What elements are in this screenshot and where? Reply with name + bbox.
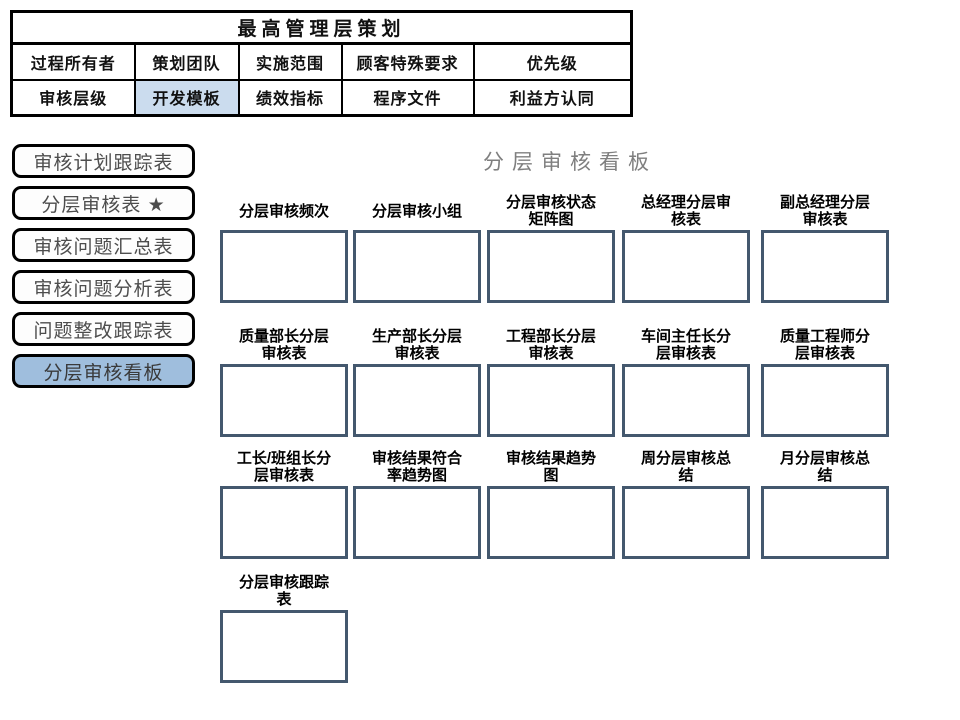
sidebar-item-audit-issue-analysis-table[interactable]: 审核问题分析表 bbox=[12, 270, 195, 304]
card-engineering-manager-audit-form: 工程部长分层 审核表 bbox=[487, 326, 615, 437]
card-box-audit-frequency[interactable] bbox=[220, 230, 348, 303]
sidebar-item-layered-audit-dashboard[interactable]: 分层审核看板 bbox=[12, 354, 195, 388]
card-result-conformity-trend: 审核结果符合 率趋势图 bbox=[353, 448, 481, 559]
card-label: 副总经理分层 审核表 bbox=[779, 194, 870, 228]
card-label: 分层审核跟踪 表 bbox=[238, 574, 329, 608]
card-box-audit-status-matrix[interactable] bbox=[487, 230, 615, 303]
sidebar-item-label: 问题整改跟踪表 bbox=[33, 320, 174, 342]
cell-planning-team: 策划团队 bbox=[133, 42, 240, 81]
sidebar-item-label: 分层审核看板 bbox=[43, 362, 164, 384]
sidebar-item-label: 分层审核表 ★ bbox=[41, 194, 166, 216]
card-label: 周分层审核总 结 bbox=[640, 450, 731, 484]
card-label: 总经理分层审 核表 bbox=[640, 194, 731, 228]
card-box-quality-manager-audit-form[interactable] bbox=[220, 364, 348, 437]
card-foreman-audit-form: 工长/班组长分 层审核表 bbox=[220, 448, 348, 559]
card-label: 分层审核状态 矩阵图 bbox=[505, 194, 596, 228]
card-box-workshop-director-audit-form[interactable] bbox=[622, 364, 750, 437]
card-label: 审核结果符合 率趋势图 bbox=[371, 450, 462, 484]
card-label: 工程部长分层 审核表 bbox=[505, 328, 596, 362]
card-label: 月分层审核总 结 bbox=[779, 450, 870, 484]
cell-customer-special-requirements: 顾客特殊要求 bbox=[340, 42, 475, 81]
top-management-planning-table: 最高管理层策划 过程所有者 策划团队 实施范围 顾客特殊要求 优先级 审核层级 … bbox=[10, 10, 633, 117]
page-title: 分层审核看板 bbox=[483, 151, 657, 174]
table-title-row: 最高管理层策划 bbox=[10, 10, 633, 45]
card-weekly-audit-summary: 周分层审核总 结 bbox=[622, 448, 750, 559]
sidebar-item-label: 审核问题分析表 bbox=[33, 278, 174, 300]
card-box-monthly-audit-summary[interactable] bbox=[761, 486, 889, 559]
card-label: 车间主任长分 层审核表 bbox=[640, 328, 731, 362]
sidebar-item-label: 审核计划跟踪表 bbox=[33, 152, 174, 174]
card-label: 生产部长分层 审核表 bbox=[371, 328, 462, 362]
card-production-manager-audit-form: 生产部长分层 审核表 bbox=[353, 326, 481, 437]
table-row: 过程所有者 策划团队 实施范围 顾客特殊要求 优先级 bbox=[10, 42, 633, 81]
cell-audit-level: 审核层级 bbox=[10, 78, 136, 117]
cell-implementation-scope: 实施范围 bbox=[237, 42, 343, 81]
card-box-quality-engineer-audit-form[interactable] bbox=[761, 364, 889, 437]
card-result-trend-chart: 审核结果趋势 图 bbox=[487, 448, 615, 559]
table-row: 审核层级 开发模板 绩效指标 程序文件 利益方认同 bbox=[10, 78, 633, 117]
card-box-result-trend-chart[interactable] bbox=[487, 486, 615, 559]
card-audit-frequency: 分层审核频次 bbox=[220, 192, 348, 303]
card-gm-audit-form: 总经理分层审 核表 bbox=[622, 192, 750, 303]
sidebar-item-issue-rectification-tracking-table[interactable]: 问题整改跟踪表 bbox=[12, 312, 195, 346]
sidebar-item-audit-plan-tracking-table[interactable]: 审核计划跟踪表 bbox=[12, 144, 195, 178]
card-box-deputy-gm-audit-form[interactable] bbox=[761, 230, 889, 303]
card-audit-team: 分层审核小组 bbox=[353, 192, 481, 303]
sidebar: 审核计划跟踪表 分层审核表 ★ 审核问题汇总表 审核问题分析表 问题整改跟踪表 … bbox=[12, 144, 195, 396]
card-box-gm-audit-form[interactable] bbox=[622, 230, 750, 303]
sidebar-item-label: 审核问题汇总表 bbox=[33, 236, 174, 258]
cell-develop-template-highlighted: 开发模板 bbox=[133, 78, 240, 117]
card-quality-manager-audit-form: 质量部长分层 审核表 bbox=[220, 326, 348, 437]
card-label: 质量工程师分 层审核表 bbox=[779, 328, 870, 362]
cell-procedure-documents: 程序文件 bbox=[340, 78, 475, 117]
card-box-engineering-manager-audit-form[interactable] bbox=[487, 364, 615, 437]
card-label: 分层审核频次 bbox=[238, 202, 329, 220]
card-quality-engineer-audit-form: 质量工程师分 层审核表 bbox=[761, 326, 889, 437]
card-monthly-audit-summary: 月分层审核总 结 bbox=[761, 448, 889, 559]
card-box-weekly-audit-summary[interactable] bbox=[622, 486, 750, 559]
card-label: 质量部长分层 审核表 bbox=[238, 328, 329, 362]
card-deputy-gm-audit-form: 副总经理分层 审核表 bbox=[761, 192, 889, 303]
sidebar-item-layered-audit-table[interactable]: 分层审核表 ★ bbox=[12, 186, 195, 220]
card-box-production-manager-audit-form[interactable] bbox=[353, 364, 481, 437]
sidebar-item-audit-issue-summary-table[interactable]: 审核问题汇总表 bbox=[12, 228, 195, 262]
card-label: 审核结果趋势 图 bbox=[505, 450, 596, 484]
card-audit-tracking-form: 分层审核跟踪 表 bbox=[220, 572, 348, 683]
card-box-foreman-audit-form[interactable] bbox=[220, 486, 348, 559]
card-box-audit-tracking-form[interactable] bbox=[220, 610, 348, 683]
card-label: 分层审核小组 bbox=[371, 202, 462, 220]
card-workshop-director-audit-form: 车间主任长分 层审核表 bbox=[622, 326, 750, 437]
card-box-result-conformity-trend[interactable] bbox=[353, 486, 481, 559]
card-label: 工长/班组长分 层审核表 bbox=[236, 450, 332, 484]
table-title: 最高管理层策划 bbox=[10, 10, 633, 45]
cell-priority: 优先级 bbox=[472, 42, 633, 81]
cell-process-owner: 过程所有者 bbox=[10, 42, 136, 81]
cell-stakeholder-agreement: 利益方认同 bbox=[472, 78, 633, 117]
cell-performance-indicators: 绩效指标 bbox=[237, 78, 343, 117]
card-audit-status-matrix: 分层审核状态 矩阵图 bbox=[487, 192, 615, 303]
card-box-audit-team[interactable] bbox=[353, 230, 481, 303]
